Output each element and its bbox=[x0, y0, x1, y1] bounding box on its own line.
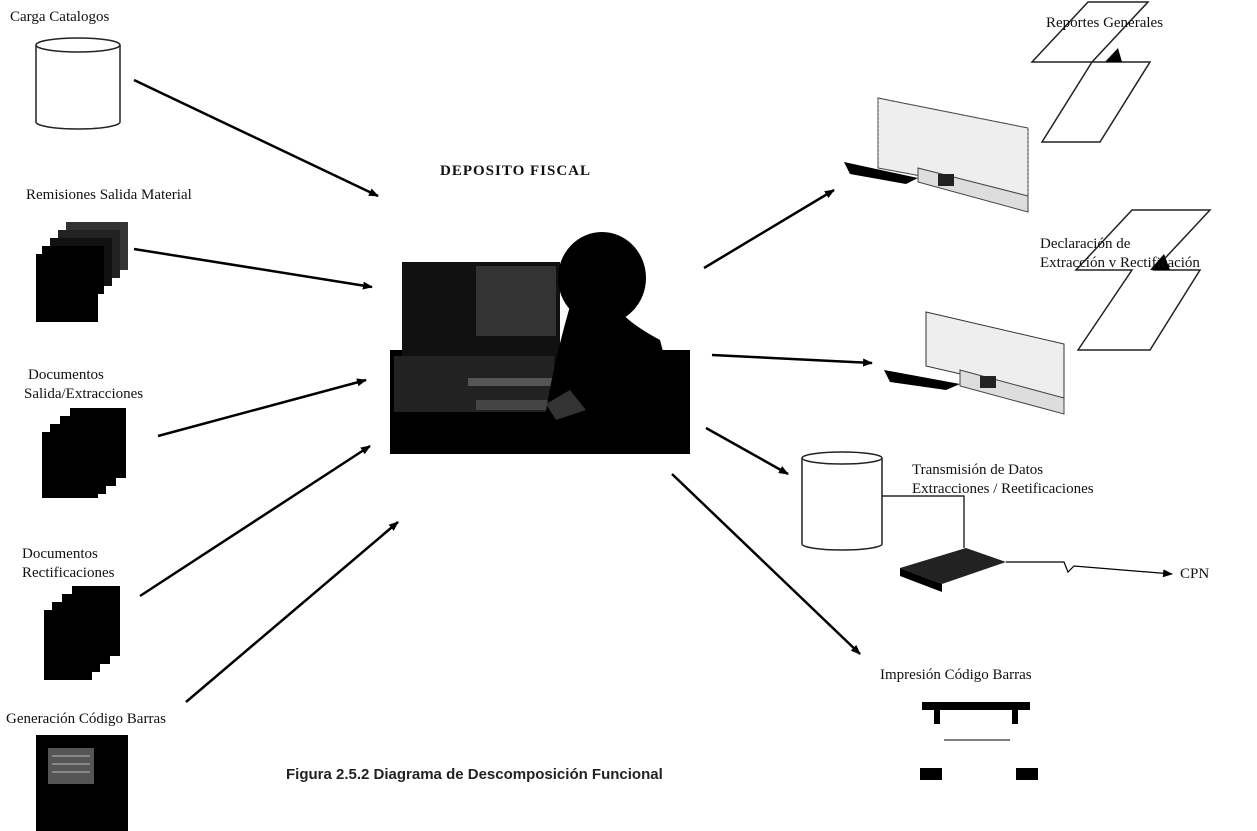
arrow-carga-to-center bbox=[133, 78, 379, 198]
label-carga-catalogos: Carga Catalogos bbox=[10, 9, 110, 25]
arrow-rectificaciones-to-center bbox=[139, 444, 371, 598]
document-stack-icon-salida bbox=[42, 408, 126, 498]
label-declaracion-line1: Declaración de bbox=[1040, 236, 1131, 252]
figure-caption: Figura 2.5.2 Diagrama de Descomposición … bbox=[286, 766, 663, 783]
barcode-generator-icon bbox=[36, 735, 128, 831]
label-doc-salida-line1: Documentos bbox=[28, 367, 104, 383]
arrow-center-to-impresion bbox=[671, 473, 861, 655]
arrow-center-to-reportes bbox=[703, 188, 835, 270]
label-doc-rect-line2: Rectificaciones bbox=[22, 565, 115, 581]
printer-icon-declaracion bbox=[884, 209, 1212, 415]
label-doc-rect-line1: Documentos bbox=[22, 546, 98, 562]
label-impresion: Impresión Código Barras bbox=[880, 667, 1032, 683]
label-transmision-line2: Extracciones / Reetificaciones bbox=[912, 481, 1094, 497]
label-reportes: Reportes Generales bbox=[1046, 15, 1164, 31]
link-line-modem-cpn bbox=[1006, 561, 1173, 578]
document-stack-icon-remisiones bbox=[36, 222, 128, 322]
arrow-remisiones-to-center bbox=[133, 247, 373, 290]
arrow-salida-to-center bbox=[157, 378, 367, 438]
printer-icon-reportes bbox=[844, 1, 1152, 213]
barcode-printer-icon bbox=[920, 702, 1038, 780]
arrow-center-to-declaracion bbox=[711, 353, 873, 367]
label-doc-salida-line2: Salida/Extracciones bbox=[24, 386, 144, 402]
link-line-db-modem bbox=[882, 495, 965, 548]
modem-icon bbox=[900, 548, 1006, 592]
label-declaracion-line2: Extracción v Rectificación bbox=[1040, 255, 1200, 271]
label-generacion: Generación Código Barras bbox=[6, 711, 166, 727]
diagram-title: DEPOSITO FISCAL bbox=[440, 163, 592, 179]
label-cpn: CPN bbox=[1180, 566, 1210, 582]
arrow-generacion-to-center bbox=[185, 521, 399, 703]
workstation-operator-icon bbox=[390, 232, 690, 454]
document-stack-icon-rectificaciones bbox=[44, 586, 120, 680]
database-icon-transmision bbox=[801, 451, 883, 551]
label-transmision-line1: Transmisión de Datos bbox=[912, 462, 1044, 478]
arrow-center-to-transmision bbox=[705, 426, 789, 476]
database-icon-carga bbox=[35, 37, 121, 130]
label-remisiones: Remisiones Salida Material bbox=[26, 187, 192, 203]
